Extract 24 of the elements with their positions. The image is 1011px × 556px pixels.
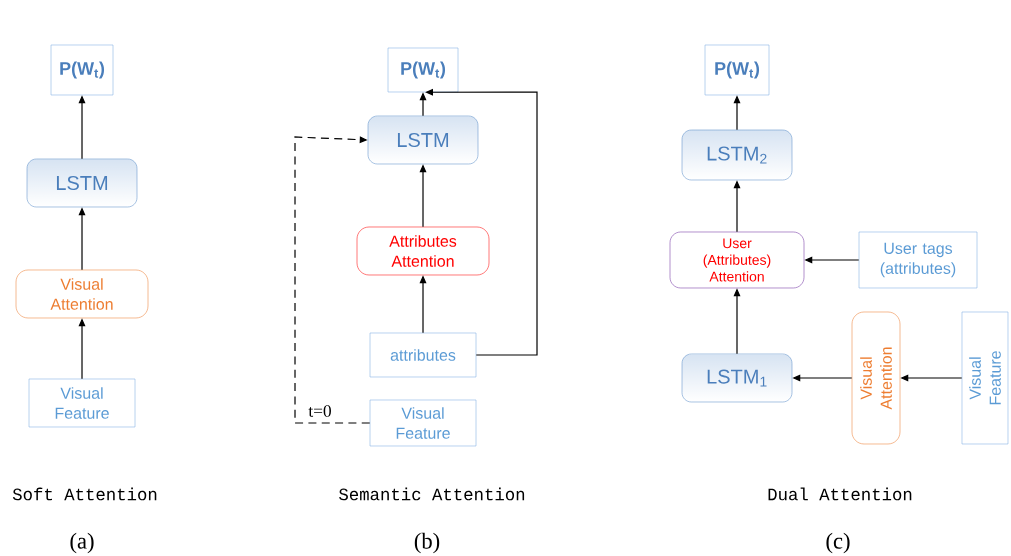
attention-box: Visual Attention bbox=[15, 269, 149, 319]
process-box: P(W$_{t}$) bbox=[50, 44, 114, 96]
panel-letter: (a) bbox=[70, 532, 94, 554]
edge-label: t=0 bbox=[307, 403, 333, 419]
lstm-box: LSTM bbox=[26, 158, 138, 208]
input-box: Visual Feature bbox=[28, 378, 136, 428]
input-box: User tags (attributes) bbox=[858, 231, 978, 289]
panel-letter: (b) bbox=[414, 532, 440, 554]
lstm-box: LSTM bbox=[367, 115, 479, 165]
input-box: Visual Feature bbox=[961, 311, 1009, 445]
panel-letter: (c) bbox=[826, 532, 850, 554]
lstm-box: LSTM$_{2}$ bbox=[681, 129, 793, 181]
arrow bbox=[294, 136, 371, 424]
panel-caption: Dual Attention bbox=[768, 487, 912, 501]
attention-box: User (Attributes) Attention bbox=[669, 231, 805, 289]
process-box: P(W$_{t}$) bbox=[704, 44, 770, 96]
attention-box: Attributes Attention bbox=[356, 226, 490, 276]
attention-box: Visual Attention bbox=[851, 311, 901, 445]
process-box: P(W$_{t}$) bbox=[387, 47, 459, 93]
panel-caption: Soft Attention bbox=[12, 487, 157, 501]
panel-caption: Semantic Attention bbox=[339, 487, 525, 501]
lstm-box: LSTM$_{1}$ bbox=[681, 353, 793, 403]
input-box: Visual Feature bbox=[369, 399, 477, 447]
input-box: attributes bbox=[369, 332, 477, 378]
